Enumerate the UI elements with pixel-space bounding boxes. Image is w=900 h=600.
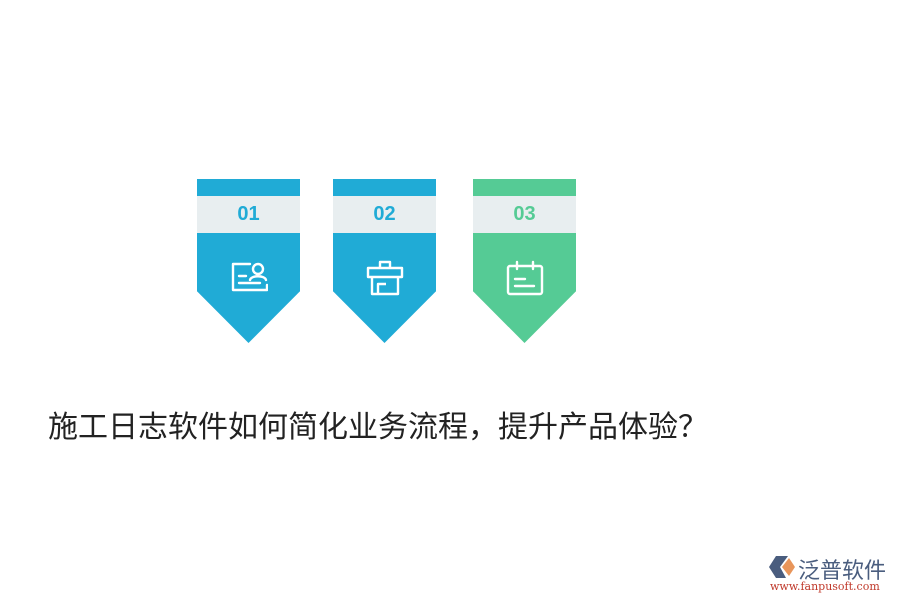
step-card-01: 01 (197, 179, 300, 343)
calendar-icon (506, 260, 544, 296)
card-number: 02 (333, 196, 436, 233)
brand-logo: 泛普软件 www.fanpusoft.com (768, 553, 896, 593)
toolbox-icon (366, 260, 404, 296)
step-card-02: 02 (333, 179, 436, 343)
step-card-03: 03 (473, 179, 576, 343)
card-top-bar (333, 179, 436, 196)
brand-name: 泛普软件 (798, 559, 887, 584)
card-top-bar (197, 179, 300, 196)
page-title: 施工日志软件如何简化业务流程，提升产品体验？ (48, 410, 708, 445)
card-number: 01 (197, 196, 300, 233)
card-top-bar (473, 179, 576, 196)
brand-url: www.fanpusoft.com (770, 580, 880, 593)
card-number: 03 (473, 196, 576, 233)
id-card-user-icon (231, 262, 268, 292)
fanpu-logo-icon (769, 556, 795, 578)
